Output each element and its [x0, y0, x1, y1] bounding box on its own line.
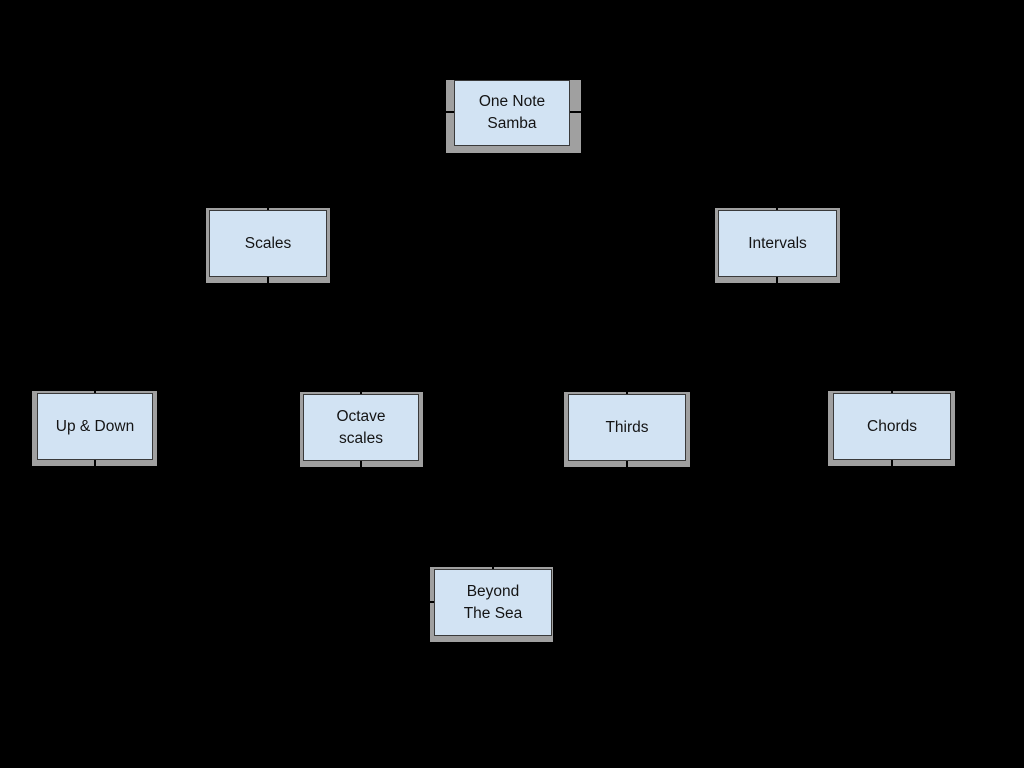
- edge-segment: [360, 514, 494, 516]
- node-chords: Chords: [833, 393, 951, 460]
- node-beyond-the-sea: Beyond The Sea: [434, 569, 552, 636]
- node-label: Thirds: [605, 418, 649, 436]
- node-octave-scales: Octave scales: [303, 394, 419, 461]
- node-one-note-samba: One Note Samba: [454, 80, 570, 146]
- edge-segment: [267, 111, 269, 211]
- node-label: Beyond The Sea: [463, 582, 523, 622]
- node-label: Intervals: [748, 234, 807, 252]
- edge-segment: [626, 334, 628, 396]
- edge-segment: [568, 111, 778, 113]
- edge-segment: [492, 514, 628, 516]
- node-label: One Note Samba: [478, 93, 546, 132]
- node-label: Chords: [867, 417, 917, 435]
- node-label: Up & Down: [55, 417, 135, 435]
- node-thirds: Thirds: [568, 394, 686, 461]
- edge-segment: [891, 334, 893, 395]
- edge-segment: [626, 334, 893, 336]
- node-label: Scales: [244, 234, 292, 252]
- edge-segment: [360, 334, 362, 396]
- edge-segment: [626, 514, 893, 516]
- node-scales: Scales: [209, 210, 327, 277]
- node-label: Octave scales: [336, 407, 386, 447]
- edge-segment: [94, 334, 362, 336]
- edge-segment: [94, 601, 435, 603]
- edge-segment: [492, 514, 494, 571]
- edge-segment: [626, 459, 628, 516]
- edge-segment: [267, 275, 269, 336]
- edge-segment: [267, 111, 455, 113]
- edge-segment: [891, 458, 893, 516]
- edge-segment: [94, 458, 96, 603]
- node-intervals: Intervals: [718, 210, 837, 277]
- edge-segment: [360, 459, 362, 516]
- edge-segment: [776, 111, 778, 211]
- edge-segment: [776, 275, 778, 336]
- node-up-and-down: Up & Down: [37, 393, 153, 460]
- edge-segment: [94, 334, 96, 395]
